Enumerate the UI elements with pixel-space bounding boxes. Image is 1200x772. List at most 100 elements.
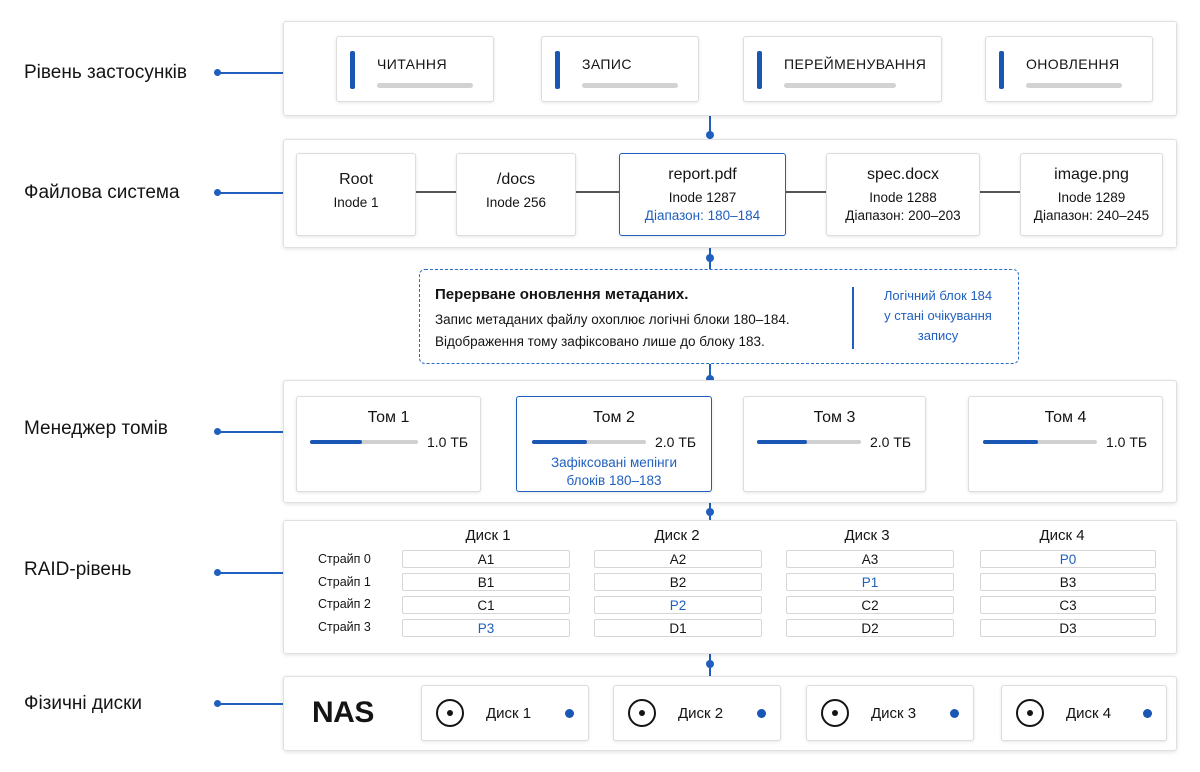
callout-side-note: Логічний блок 184 у стані очікування зап… xyxy=(858,286,1018,346)
volume-usage-fill xyxy=(532,440,587,444)
fs-node-spec: spec.docx Inode 1288 Діапазон: 200–203 xyxy=(826,153,980,236)
fs-node-name: Root xyxy=(339,171,373,188)
raid-cell: A2 xyxy=(594,550,762,568)
connector-dot xyxy=(214,189,221,196)
flow-dot xyxy=(706,131,714,139)
fs-node-range: Діапазон: 240–245 xyxy=(1033,208,1150,223)
physical-disk-1: Диск 1 xyxy=(421,685,589,741)
fs-node-inode: Inode 1287 xyxy=(668,190,737,205)
op-accent-bar xyxy=(555,51,560,89)
nas-label: NAS xyxy=(312,696,374,729)
connector-line xyxy=(218,431,283,433)
raid-cell: B3 xyxy=(980,573,1156,591)
volume-usage-fill xyxy=(757,440,807,444)
fs-node-name: spec.docx xyxy=(866,166,940,183)
callout-separator xyxy=(852,287,854,349)
volume-title: Том 1 xyxy=(367,409,410,426)
volume-title: Том 3 xyxy=(813,409,856,426)
fs-node-report: report.pdf Inode 1287 Діапазон: 180–184 xyxy=(619,153,786,236)
layer-label-raid: RAID-рівень xyxy=(24,559,132,580)
disk-icon xyxy=(1016,699,1044,727)
op-update: ОНОВЛЕННЯ xyxy=(985,36,1153,102)
fs-node-range: Діапазон: 180–184 xyxy=(644,208,761,223)
op-placeholder-line xyxy=(582,83,678,88)
disk-icon xyxy=(821,699,849,727)
raid-stripe-label: Страйп 0 xyxy=(318,552,371,566)
status-dot-icon xyxy=(1143,709,1152,718)
fs-link xyxy=(575,191,619,193)
raid-cell: A1 xyxy=(402,550,570,568)
raid-disk-header: Диск 4 xyxy=(1039,527,1085,544)
physical-disk-label: Диск 1 xyxy=(486,705,532,722)
fs-node-name: report.pdf xyxy=(668,166,737,183)
raid-cell: C3 xyxy=(980,596,1156,614)
flow-dot xyxy=(706,660,714,668)
disk-icon xyxy=(628,699,656,727)
op-placeholder-line xyxy=(784,83,896,88)
raid-cell: B2 xyxy=(594,573,762,591)
op-label: ПЕРЕЙМЕНУВАННЯ xyxy=(784,56,927,72)
callout-text-line: Відображення тому зафіксовано лише до бл… xyxy=(435,334,765,349)
disk-icon xyxy=(436,699,464,727)
volume-size: 1.0 ТБ xyxy=(427,434,469,450)
connector-dot xyxy=(214,700,221,707)
fs-node-inode: Inode 256 xyxy=(485,195,547,210)
op-label: ОНОВЛЕННЯ xyxy=(1026,56,1120,72)
volume-usage-bar xyxy=(310,440,418,444)
layer-label-physical: Фізичні диски xyxy=(24,693,143,714)
layer-label-filesystem: Файлова система xyxy=(24,182,180,203)
volume-usage-bar xyxy=(532,440,646,444)
raid-cell: C2 xyxy=(786,596,954,614)
raid-cell: D1 xyxy=(594,619,762,637)
callout-side-line: у стані очікування xyxy=(884,308,992,323)
raid-cell: A3 xyxy=(786,550,954,568)
physical-disk-4: Диск 4 xyxy=(1001,685,1167,741)
status-dot-icon xyxy=(565,709,574,718)
op-read: ЧИТАННЯ xyxy=(336,36,494,102)
flow-dot xyxy=(706,375,714,383)
op-rename: ПЕРЕЙМЕНУВАННЯ xyxy=(743,36,942,102)
callout-side-line: запису xyxy=(917,328,959,343)
connector-dot xyxy=(214,69,221,76)
raid-cell-parity: P3 xyxy=(402,619,570,637)
callout-title: Перерване оновлення метаданих. xyxy=(435,286,689,303)
connector-line xyxy=(218,703,283,705)
physical-disk-label: Диск 2 xyxy=(678,705,724,722)
metadata-callout: Перерване оновлення метаданих. Запис мет… xyxy=(419,269,1019,364)
op-accent-bar xyxy=(999,51,1004,89)
volume-usage-fill xyxy=(310,440,362,444)
op-write: ЗАПИС xyxy=(541,36,699,102)
volume-title: Том 2 xyxy=(593,409,635,426)
status-dot-icon xyxy=(757,709,766,718)
fs-link xyxy=(785,191,826,193)
raid-cell: C1 xyxy=(402,596,570,614)
fs-node-docs: /docs Inode 256 xyxy=(456,153,576,236)
flow-dot xyxy=(706,508,714,516)
fs-node-name: image.png xyxy=(1054,166,1129,183)
fs-node-inode: Inode 1 xyxy=(333,195,379,210)
raid-cell: D2 xyxy=(786,619,954,637)
raid-cell: B1 xyxy=(402,573,570,591)
raid-disk-header: Диск 1 xyxy=(465,527,511,544)
volume-note-line: Зафіксовані мепінги xyxy=(551,455,677,470)
fs-link xyxy=(416,191,456,193)
status-dot-icon xyxy=(950,709,959,718)
op-placeholder-line xyxy=(1026,83,1122,88)
physical-disk-label: Диск 4 xyxy=(1066,705,1112,722)
raid-stripe-label: Страйп 3 xyxy=(318,620,371,634)
flow-dot xyxy=(706,254,714,262)
op-accent-bar xyxy=(757,51,762,89)
volume-card-2: Том 2 2.0 ТБ Зафіксовані мепінги блоків … xyxy=(516,396,712,492)
callout-side-line: Логічний блок 184 xyxy=(883,288,993,303)
connector-line xyxy=(218,192,283,194)
volume-card-4: Том 4 1.0 ТБ xyxy=(968,396,1163,492)
raid-cell-parity: P2 xyxy=(594,596,762,614)
fs-node-inode: Inode 1288 xyxy=(869,190,937,205)
fs-node-inode: Inode 1289 xyxy=(1057,190,1126,205)
op-placeholder-line xyxy=(377,83,473,88)
volume-usage-fill xyxy=(983,440,1038,444)
raid-cell: D3 xyxy=(980,619,1156,637)
raid-stripe-label: Страйп 1 xyxy=(318,575,371,589)
flow-line xyxy=(709,236,711,269)
volume-usage-bar xyxy=(757,440,861,444)
